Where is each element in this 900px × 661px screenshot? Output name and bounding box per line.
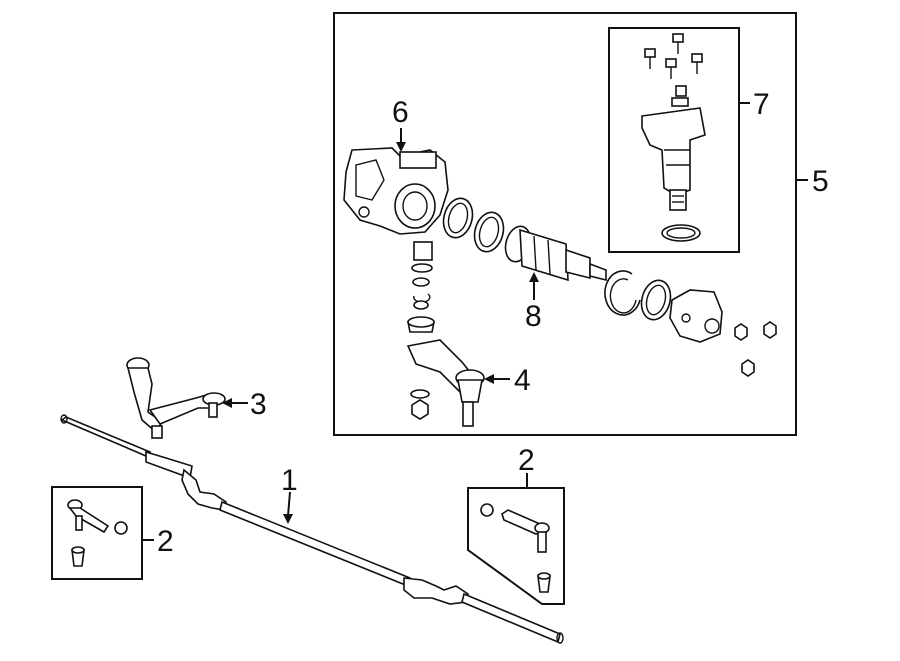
piston-rack [504,225,607,282]
relay-rod [60,414,564,644]
valve-kit-box [608,27,740,253]
tie-rod-end-box-left [51,486,143,580]
sector-shaft-stack [407,241,435,333]
gear-assembly-box [333,12,797,436]
arrow-1 [283,514,293,524]
gear-housing [343,147,449,235]
callout-2-left: 2 [157,525,174,558]
callout-6: 6 [392,96,409,129]
callout-7: 7 [753,88,770,121]
idler-arm [126,357,226,439]
valve-bolts [644,33,703,79]
end-cap-parts [604,270,777,377]
arrow-4 [484,374,494,384]
callout-1: 1 [281,464,298,497]
callout-5: 5 [812,165,829,198]
tie-rod-end-right [480,503,551,593]
leader-1 [287,491,291,517]
arrow-3 [222,398,232,408]
arrow-8 [529,272,539,282]
callout-8: 8 [525,300,542,333]
rotary-valve [641,85,706,242]
pitman-arm [406,339,485,427]
housing-seals [442,197,505,253]
callout-2-right: 2 [518,444,535,477]
arrow-6 [396,142,406,152]
callout-4: 4 [514,364,531,397]
callout-3: 3 [250,388,267,421]
tie-rod-end-box-right [467,487,565,605]
tie-rod-end-left [67,499,128,567]
